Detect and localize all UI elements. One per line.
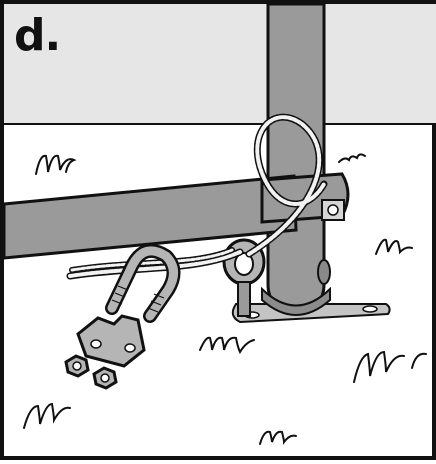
pole-side-bolt	[318, 260, 330, 284]
clamp-saddle	[78, 316, 144, 366]
panel-label: d.	[14, 14, 60, 58]
sky-background	[4, 4, 436, 124]
illustration	[4, 4, 436, 464]
u-bolt	[112, 251, 174, 316]
